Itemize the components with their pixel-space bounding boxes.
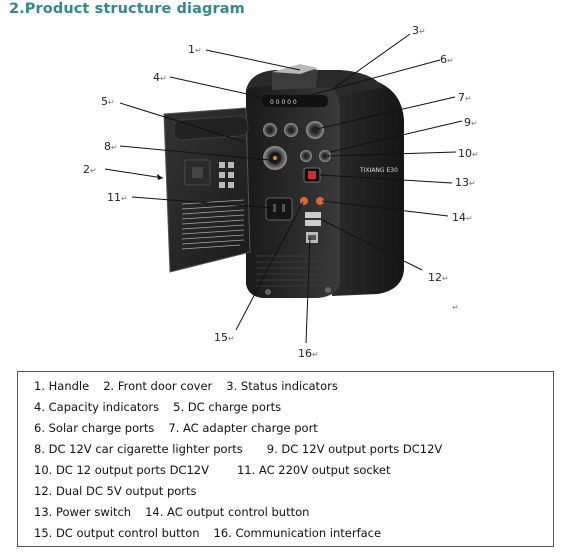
dual-usb-ports [305,212,321,226]
callout-7: 7↵ [458,91,472,104]
legend-item: 3. Status indicators [226,379,338,393]
section-heading: 2.Product structure diagram [9,1,245,17]
leader-lines [104,33,463,344]
stray-return-mark: ↵ [452,303,459,312]
legend-item: 15. DC output control button [34,526,200,540]
dc-12v-output-ports [300,150,331,162]
callout-10: 10↵ [458,147,479,160]
front-door-cover [163,107,251,273]
legend-item: 12. Dual DC 5V output ports [34,484,197,498]
legend-item: 13. Power switch [34,505,132,519]
car-cigarette-lighter-port [263,146,287,170]
brand-label: TIXIANG E30 [359,167,398,174]
legend-item: 5. DC charge ports [173,400,282,414]
legend-item: 7. AC adapter charge port [168,421,318,435]
legend-item: 16. Communication interface [213,526,382,540]
legend-line-3: 6. Solar charge ports 7. AC adapter charg… [34,421,318,435]
callout-5: 5↵ [101,95,115,108]
legend-box [17,371,554,547]
callout-6: 6↵ [440,53,454,66]
legend-item: 6. Solar charge ports [34,421,155,435]
callout-4: 4↵ [153,71,167,84]
legend-item: 1. Handle [34,379,90,393]
capacity-indicator-strip [262,95,328,107]
callout-9: 9↵ [464,116,478,129]
dc-charge-ports [263,123,298,137]
legend-item: 11. AC 220V output socket [236,463,391,477]
ac-220v-output-socket [265,197,293,221]
leader-arrowheads [157,174,163,180]
callout-11: 11↵ [107,191,128,204]
legend-item: 10. DC 12 output ports DC12V [34,463,209,477]
handle [272,64,318,90]
legend-item: 14. AC output control button [145,505,310,519]
callout-1: 1↵ [188,43,202,56]
legend-line-2: 4. Capacity indicators 5. DC charge ports [34,400,281,414]
callout-labels: 1↵ 2↵ 3↵ 4↵ 5↵ 6↵ 7↵ 8↵ 9↵ 10↵ 11↵ 12↵ 1… [83,24,479,360]
legend-item: 2. Front door cover [103,379,213,393]
legend-item: 4. Capacity indicators [34,400,160,414]
product-structure-diagram: 0 0 0 0 0 [83,24,479,360]
callout-12: 12↵ [428,271,449,284]
legend-item: 8. DC 12V car cigarette lighter ports [34,442,243,456]
callout-2: 2↵ [83,163,97,176]
capacity-indicator-text: 0 0 0 0 0 [270,99,297,106]
callout-8: 8↵ [104,140,118,153]
callout-3: 3↵ [412,24,426,37]
callout-15: 15↵ [214,331,235,344]
callout-14: 14↵ [452,211,473,224]
legend-line-8: 15. DC output control button 16. Communic… [34,526,381,540]
legend-line-6: 12. Dual DC 5V output ports [34,484,197,498]
bottom-vent-grille [256,255,330,287]
callout-13: 13↵ [455,176,476,189]
legend-line-7: 13. Power switch 14. AC output control bu… [34,505,309,519]
legend-line-5: 10. DC 12 output ports DC12V 11. AC 220V … [34,463,391,477]
callout-16: 16↵ [298,347,319,360]
legend-item: 9. DC 12V output ports DC12V [266,442,443,456]
ac-adapter-charge-port [306,121,324,139]
legend-line-1: 1. Handle 2. Front door cover 3. Status in… [34,379,338,393]
power-station-device: 0 0 0 0 0 [163,64,404,298]
legend-line-4: 8. DC 12V car cigarette lighter ports 9. … [34,442,442,456]
